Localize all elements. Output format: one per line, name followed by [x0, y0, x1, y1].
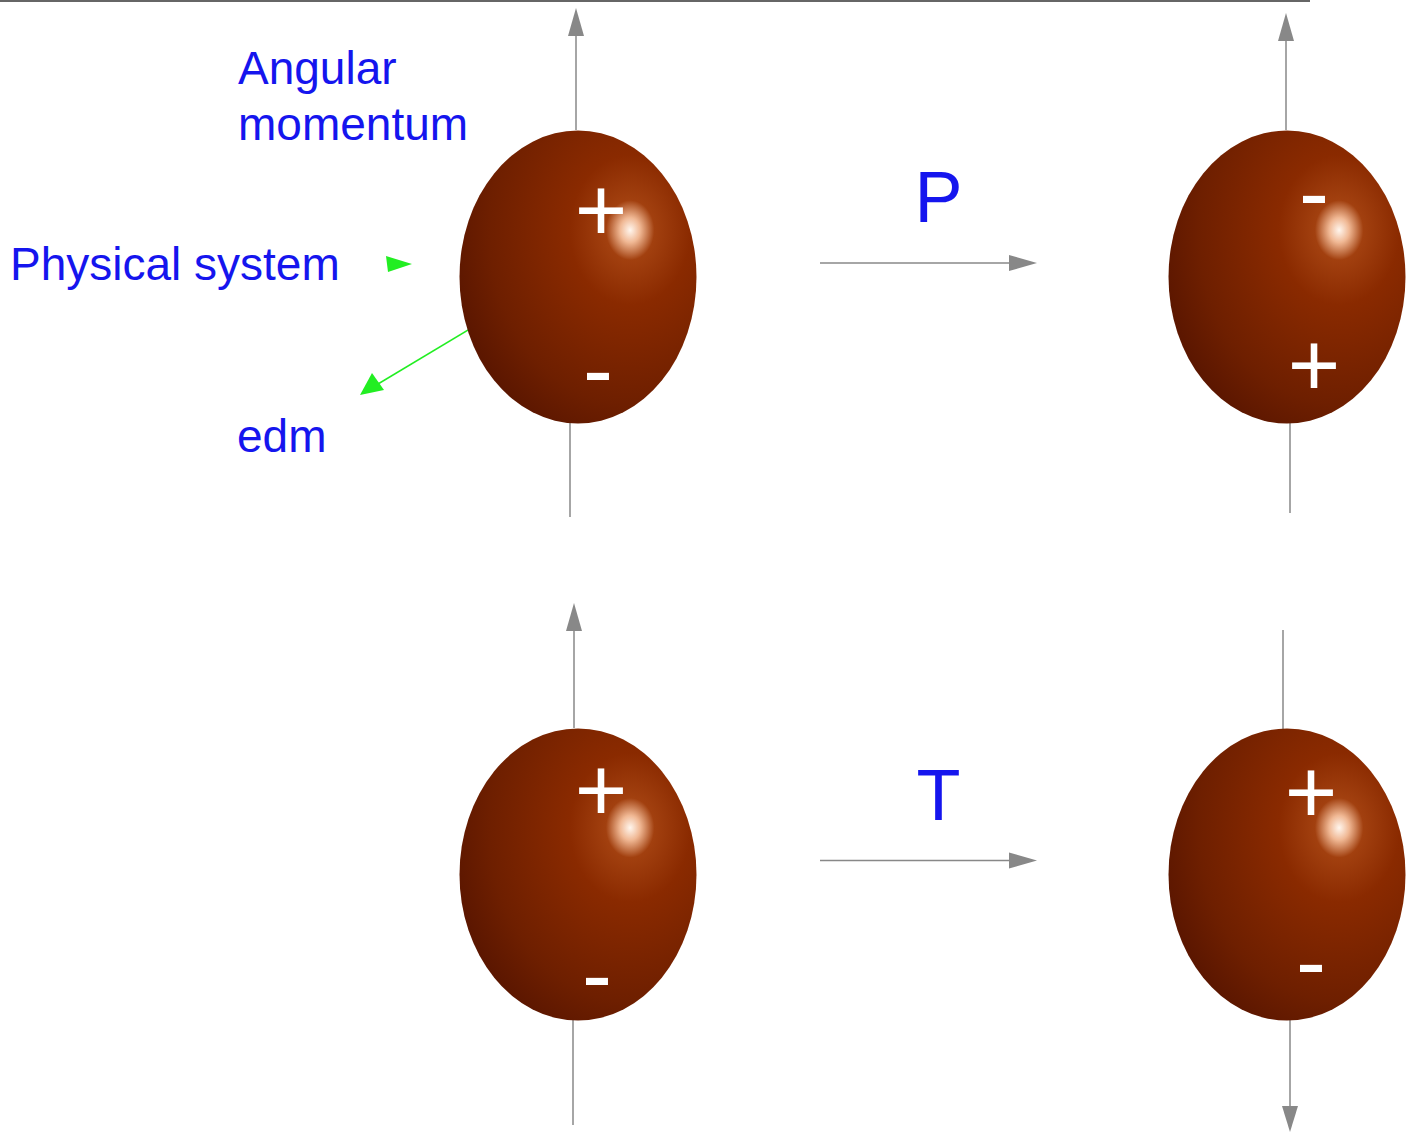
axis-line	[569, 418, 571, 517]
particle-ellipsoid: +-	[459, 130, 697, 424]
axis-line	[1289, 418, 1291, 513]
transform-arrow	[820, 255, 1037, 271]
ellipsoid-body	[460, 131, 697, 424]
charge-sign: -	[583, 325, 613, 415]
charge-sign: +	[1288, 320, 1341, 410]
top-rule	[0, 0, 1310, 2]
axis-arrowhead	[1278, 13, 1294, 41]
axis-line	[1285, 36, 1287, 130]
axis-line	[572, 1018, 574, 1125]
axis-arrowhead	[568, 8, 584, 36]
axis-arrowhead	[1282, 1106, 1298, 1132]
ellipsoid-body	[460, 729, 697, 1021]
charge-sign: -	[1296, 917, 1326, 1007]
axis-line	[573, 626, 575, 728]
leader-arrowhead	[360, 373, 384, 395]
operator-label: T	[917, 759, 961, 831]
operator-label: P	[914, 161, 962, 233]
annotation-label: Physical system	[10, 236, 410, 292]
axis-arrowhead	[566, 603, 582, 631]
leader-arrowhead	[386, 256, 412, 272]
charge-sign: -	[1299, 148, 1329, 238]
ellipsoid-body	[1169, 131, 1406, 424]
axis-line	[1282, 630, 1284, 730]
ellipsoid-shape	[1168, 130, 1406, 424]
annotation-label: edm	[237, 408, 387, 464]
particle-ellipsoid: -+	[1168, 130, 1406, 424]
particle-ellipsoid: +-	[1168, 728, 1406, 1021]
transform-arrow	[820, 853, 1037, 869]
charge-sign: -	[582, 930, 612, 1020]
charge-sign: +	[575, 745, 628, 835]
particle-ellipsoid: +-	[459, 728, 697, 1021]
axis-line	[575, 30, 577, 130]
axis-line	[1289, 1015, 1291, 1110]
ellipsoid-body	[1169, 729, 1406, 1021]
charge-sign: +	[575, 165, 628, 255]
annotation-label: Angular momentum	[238, 40, 528, 152]
charge-sign: +	[1285, 747, 1338, 837]
